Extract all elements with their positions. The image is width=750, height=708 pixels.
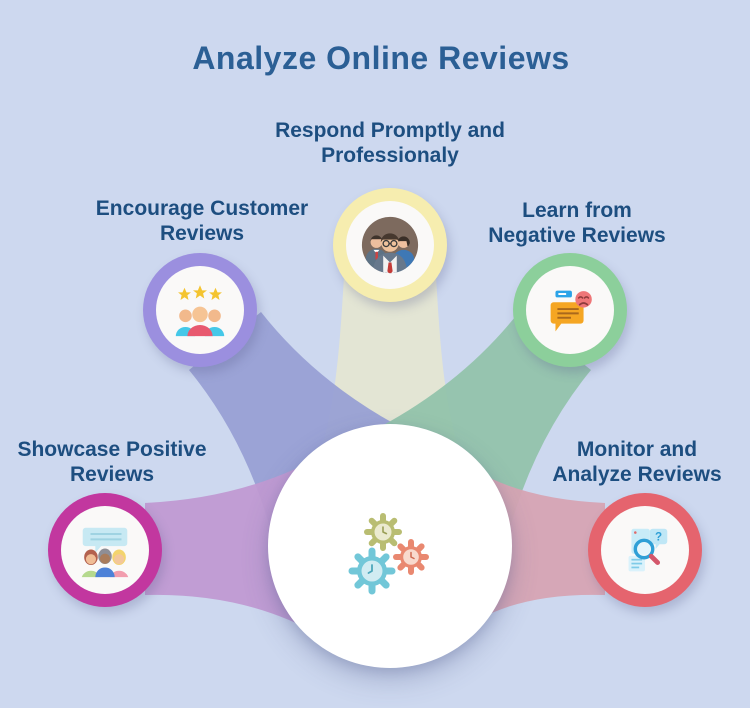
node-inner-encourage bbox=[156, 266, 244, 354]
svg-text:?: ? bbox=[655, 530, 662, 543]
page-title: Analyze Online Reviews bbox=[192, 40, 570, 76]
positive-discussion-icon bbox=[81, 527, 129, 578]
connector-learn bbox=[354, 312, 591, 559]
node-inner-showcase bbox=[61, 506, 149, 594]
label-learn: Learn from Negative Reviews bbox=[488, 198, 665, 248]
label-line: Showcase Positive bbox=[17, 438, 207, 461]
label-line: Learn from bbox=[522, 199, 632, 222]
label-line: Respond Promptly and bbox=[275, 119, 505, 142]
node-inner-monitor: ? bbox=[601, 506, 689, 594]
node-circle-encourage bbox=[143, 253, 257, 367]
node-inner-learn bbox=[526, 266, 614, 354]
star-rating-people-icon bbox=[175, 285, 225, 337]
label-line: Reviews bbox=[159, 222, 245, 245]
label-showcase: Showcase Positive Reviews bbox=[17, 437, 206, 487]
node-circle-respond bbox=[333, 188, 447, 302]
label-line: Encourage Customer bbox=[95, 197, 309, 220]
hub-circle bbox=[268, 424, 512, 668]
label-respond: Respond Promptly and Professionaly bbox=[275, 118, 505, 168]
node-circle-showcase bbox=[48, 493, 162, 607]
label-monitor: Monitor and Analyze Reviews bbox=[552, 437, 721, 487]
label-line: Analyze Reviews bbox=[552, 463, 722, 486]
business-team-icon bbox=[361, 216, 419, 274]
label-line: Monitor and bbox=[576, 438, 698, 461]
node-circle-monitor: ? bbox=[588, 493, 702, 607]
gears-icon bbox=[348, 513, 429, 595]
label-line: Negative Reviews bbox=[488, 224, 666, 247]
connector-encourage bbox=[189, 312, 426, 559]
node-inner-respond bbox=[346, 201, 434, 289]
label-line: Reviews bbox=[69, 463, 155, 486]
label-encourage: Encourage Customer Reviews bbox=[96, 196, 308, 246]
node-circle-learn bbox=[513, 253, 627, 367]
label-line: Professionaly bbox=[321, 144, 459, 167]
negative-feedback-icon bbox=[550, 290, 592, 332]
search-analysis-icon: ? bbox=[628, 528, 668, 572]
